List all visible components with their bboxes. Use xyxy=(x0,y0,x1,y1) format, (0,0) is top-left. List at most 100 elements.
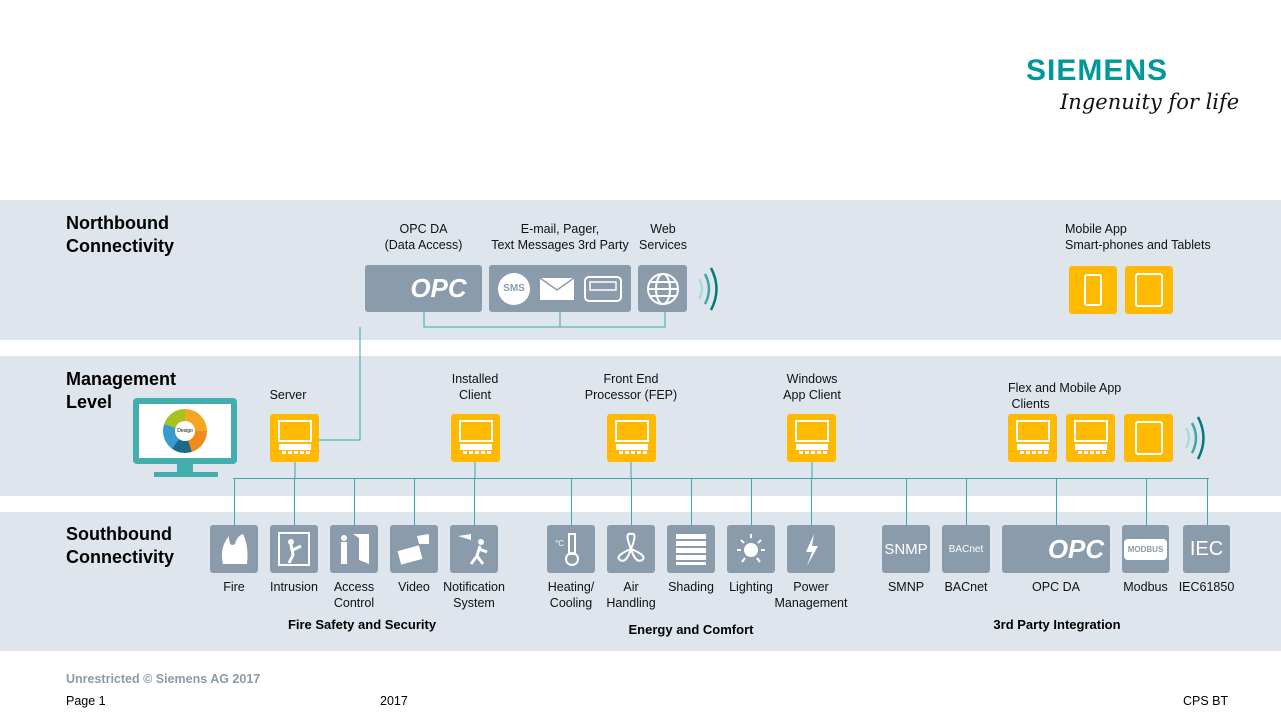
power-icon xyxy=(806,534,818,566)
opc-icon: OPC xyxy=(1047,533,1105,564)
fan-box[interactable] xyxy=(607,525,655,573)
northbound-heading: Northbound Connectivity xyxy=(66,213,175,256)
email-icon xyxy=(540,277,574,300)
page-number: Page 1 xyxy=(66,694,106,708)
web-services-label: Web Services xyxy=(639,222,687,252)
south-item-label: BACnet xyxy=(944,580,988,594)
desigo-wheel-logo: Desigo xyxy=(163,409,207,453)
sms-icon: SMS xyxy=(498,272,530,305)
tagline: Ingenuity for life xyxy=(1060,90,1240,114)
workstation-icon xyxy=(1015,420,1050,454)
footer-year: 2017 xyxy=(380,694,408,708)
windows-client-box[interactable] xyxy=(787,414,836,462)
shading-box[interactable] xyxy=(667,525,715,573)
workstation-icon xyxy=(458,420,493,454)
monitor-stand xyxy=(177,464,193,472)
pager-icon xyxy=(584,275,622,302)
workstation-icon xyxy=(614,420,649,454)
lightbulb-icon xyxy=(737,534,765,563)
south-item-label: IEC61850 xyxy=(1178,580,1235,594)
thermometer-box[interactable]: °C xyxy=(547,525,595,573)
south-item-label: OPC DA xyxy=(1032,580,1080,594)
tablet-box[interactable] xyxy=(1125,266,1173,314)
fire-icon xyxy=(221,534,248,564)
modbus-box[interactable]: MODBUS xyxy=(1122,525,1169,573)
intrusion-box[interactable] xyxy=(270,525,318,573)
flex-clients-label: Flex and Mobile App Clients xyxy=(1008,381,1122,411)
smartphone-box[interactable] xyxy=(1069,266,1117,314)
workstation-icon xyxy=(1073,420,1108,454)
flex-client-box[interactable] xyxy=(1066,414,1115,462)
group-energy-comfort: Energy and Comfort xyxy=(628,622,754,637)
south-item-label: Notification System xyxy=(443,580,505,610)
intrusion-icon xyxy=(278,532,310,566)
opc-logo: OPC xyxy=(410,273,467,303)
bacnet-box[interactable]: BACnet xyxy=(942,525,990,573)
south-item-label: Intrusion xyxy=(270,580,318,594)
tablet-icon xyxy=(1135,273,1163,307)
shading-icon xyxy=(676,534,706,565)
south-item-label: SMNP xyxy=(887,580,925,594)
fan-icon xyxy=(617,532,645,562)
wireless-icon xyxy=(1184,416,1205,460)
installed-client-box[interactable] xyxy=(451,414,500,462)
smartphone-icon xyxy=(1084,274,1102,306)
monitor-base xyxy=(154,472,218,477)
video-camera-icon xyxy=(397,534,429,565)
opc-box[interactable]: OPC xyxy=(1002,525,1110,573)
south-item-label: Heating/ Cooling xyxy=(547,580,595,610)
windows-client-label: Windows App Client xyxy=(783,372,841,402)
tablet-client-box[interactable] xyxy=(1124,414,1173,462)
thermometer-icon: °C xyxy=(555,533,579,566)
access-control-icon xyxy=(341,534,369,564)
south-item-label: Access Control xyxy=(333,580,375,610)
video-camera-box[interactable] xyxy=(390,525,438,573)
lightbulb-box[interactable] xyxy=(727,525,775,573)
classification: Unrestricted © Siemens AG 2017 xyxy=(66,672,261,686)
power-box[interactable] xyxy=(787,525,835,573)
iec-box[interactable]: IEC xyxy=(1183,525,1230,573)
south-item-label: Video xyxy=(398,580,430,594)
installed-client-label: Installed Client xyxy=(451,372,499,402)
iec-icon: IEC xyxy=(1189,537,1224,560)
footer-department: CPS BT xyxy=(1183,694,1229,708)
fire-box[interactable] xyxy=(210,525,258,573)
modbus-icon: MODBUS xyxy=(1123,538,1168,560)
notification-box[interactable] xyxy=(450,525,498,573)
group-fire-safety-security: Fire Safety and Security xyxy=(287,617,437,632)
tablet-icon xyxy=(1134,421,1163,455)
south-item-label: Air Handling xyxy=(606,580,656,610)
fep-label: Front End Processor (FEP) xyxy=(584,372,678,402)
south-item-label: Fire xyxy=(223,580,245,594)
globe-icon xyxy=(646,272,679,305)
snmp-box[interactable]: SNMP xyxy=(882,525,930,573)
server-label: Server xyxy=(269,388,307,402)
south-item-label: Modbus xyxy=(1123,580,1168,594)
web-services-box[interactable] xyxy=(638,265,687,312)
south-item-label: Lighting xyxy=(729,580,773,594)
messaging-label: E-mail, Pager, Text Messages 3rd Party xyxy=(491,222,629,252)
south-item-label: Power Management xyxy=(774,580,848,610)
fep-box[interactable] xyxy=(607,414,656,462)
access-control-box[interactable] xyxy=(330,525,378,573)
server-box[interactable] xyxy=(270,414,319,462)
workstation-icon xyxy=(277,420,312,454)
desigo-monitor: Desigo xyxy=(133,398,237,464)
snmp-icon: SNMP xyxy=(884,540,928,558)
opc-da-label: OPC DA (Data Access) xyxy=(384,222,463,252)
bacnet-icon: BACnet xyxy=(948,543,984,555)
workstation-icon xyxy=(794,420,829,454)
group-third-party-integration: 3rd Party Integration xyxy=(993,617,1121,632)
flex-client-box[interactable] xyxy=(1008,414,1057,462)
opc-da-box[interactable]: OPC xyxy=(365,265,482,312)
siemens-logo: SIEMENS xyxy=(1026,54,1169,87)
southbound-heading: Southbound Connectivity xyxy=(66,524,175,567)
wireless-icon xyxy=(697,267,718,311)
notification-icon xyxy=(458,534,488,565)
south-item-label: Shading xyxy=(668,580,714,594)
mobile-app-label: Mobile App Smart-phones and Tablets xyxy=(1065,222,1211,252)
svg-text:°C: °C xyxy=(555,539,564,548)
messaging-box[interactable]: SMS xyxy=(489,265,631,312)
management-heading: Management Level xyxy=(66,369,177,412)
